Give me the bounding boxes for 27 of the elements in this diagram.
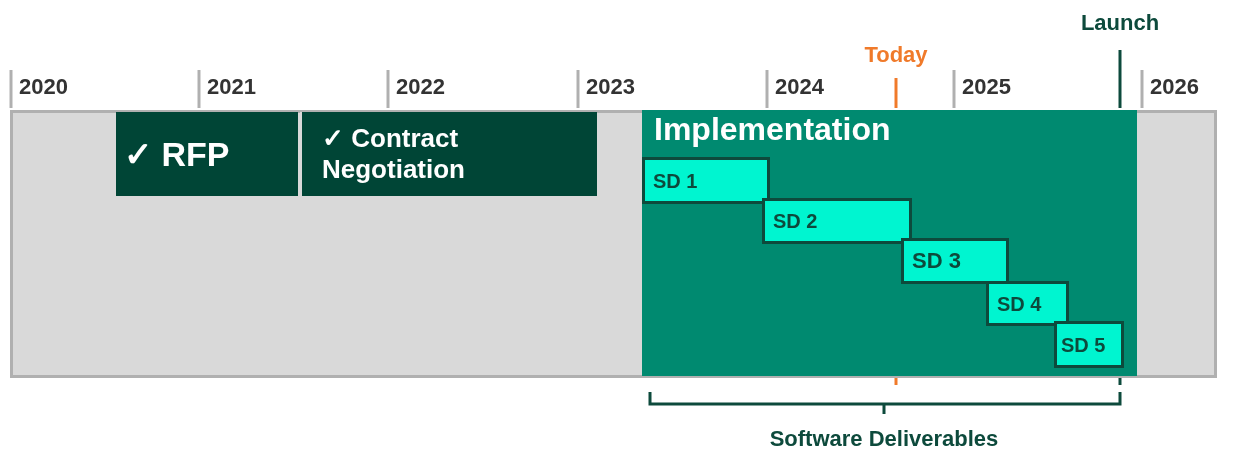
node-label: SD 3 bbox=[912, 247, 961, 275]
node-label: ✓ RFP bbox=[124, 137, 230, 171]
year-label: 2022 bbox=[396, 76, 445, 98]
deliverable-box bbox=[986, 281, 1069, 326]
phase-bar bbox=[116, 112, 298, 196]
deliverable-box bbox=[642, 157, 770, 204]
year-label: 2021 bbox=[207, 76, 256, 98]
launch-label: Launch bbox=[1079, 12, 1161, 34]
bracket-label: Software Deliverables bbox=[768, 428, 1000, 450]
year-label: 2026 bbox=[1150, 76, 1199, 98]
timeline-band bbox=[10, 110, 1217, 378]
deliverable-box bbox=[901, 238, 1009, 284]
deliverable-box bbox=[762, 198, 912, 244]
node-label: SD 2 bbox=[773, 209, 818, 233]
node-label: SD 4 bbox=[997, 291, 1042, 316]
node-label: SD 5 bbox=[1061, 332, 1106, 357]
node-label: Implementation bbox=[654, 110, 892, 149]
year-label: 2023 bbox=[586, 76, 635, 98]
year-label: 2024 bbox=[775, 76, 824, 98]
today-label: Today bbox=[863, 44, 929, 66]
deliverable-box bbox=[1054, 321, 1124, 368]
node-label: SD 1 bbox=[653, 168, 698, 193]
phase-bar bbox=[300, 112, 597, 196]
year-label: 2020 bbox=[19, 76, 68, 98]
node-label: ✓ Contract Negotiation bbox=[322, 122, 466, 186]
year-label: 2025 bbox=[962, 76, 1011, 98]
phase-bar bbox=[642, 110, 1137, 376]
